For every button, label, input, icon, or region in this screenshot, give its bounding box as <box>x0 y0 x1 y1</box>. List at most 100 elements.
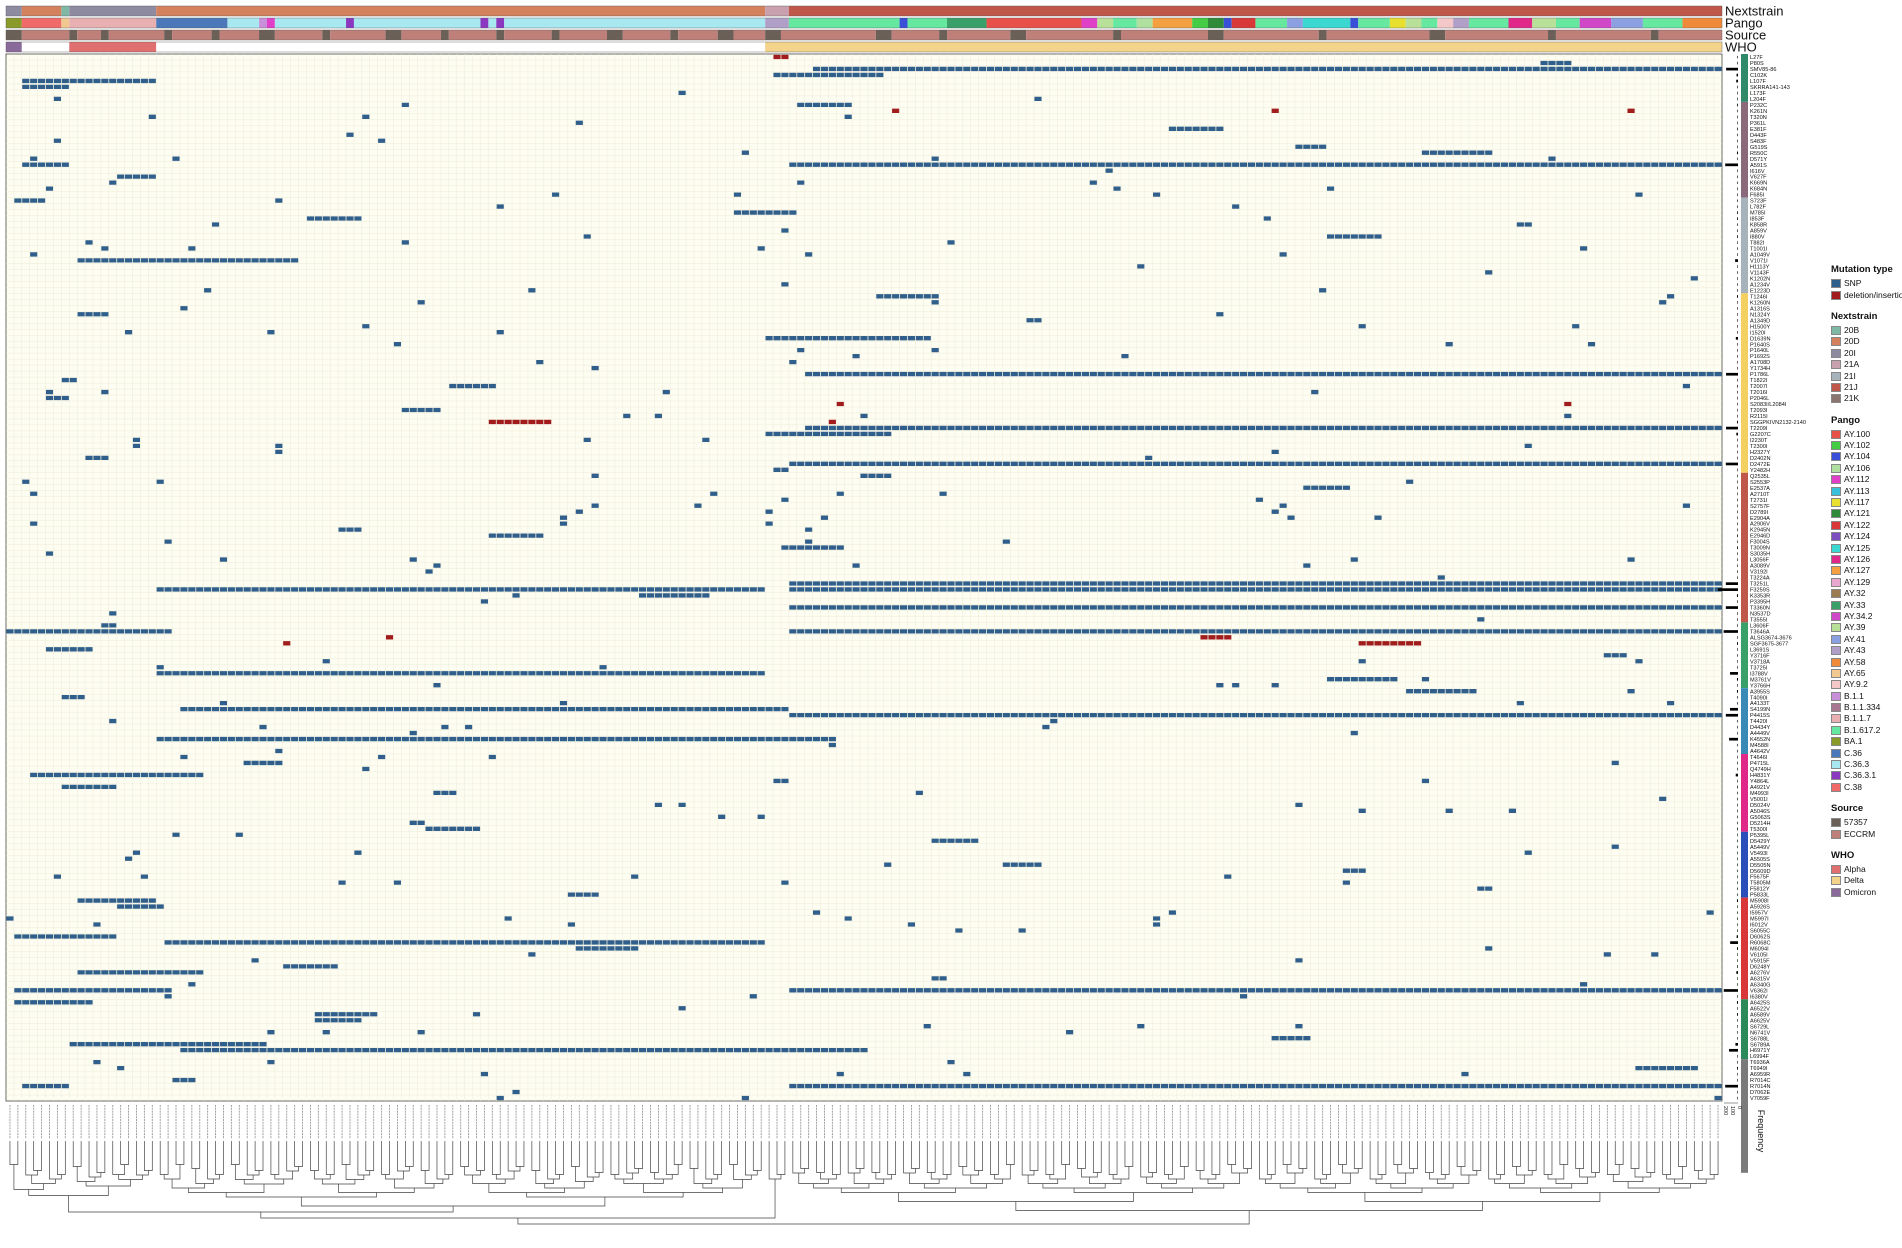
mutation-row-label: S2553P <box>1750 480 1770 486</box>
heatmap-row-cells-142 <box>77 898 156 903</box>
frequency-bar <box>1737 965 1738 968</box>
heatmap-row-cells-62 <box>488 419 836 425</box>
mutation-row-label: V627F <box>1750 175 1767 181</box>
mutation-row-label: R6068C <box>1750 941 1771 947</box>
row-annotation-block <box>1741 472 1748 623</box>
mutation-row-label: D7062E <box>1750 1090 1770 1096</box>
track-nextstrain-segment <box>6 6 22 16</box>
frequency-bar <box>1737 319 1738 322</box>
mutation-row-label: S6729L <box>1750 1024 1769 1030</box>
frequency-bar <box>1737 1036 1738 1040</box>
legend-label: ECCRM <box>1844 828 1876 839</box>
mutation-row-label: T3555I <box>1750 617 1768 623</box>
heatmap-row-cells-153 <box>283 964 338 969</box>
heatmap-row-cells-130 <box>425 826 481 831</box>
mutation-row-label: S4199N <box>1750 707 1770 713</box>
mutation-row-label: L27F <box>1750 55 1763 61</box>
frequency-bar <box>1737 839 1738 843</box>
frequency-bar <box>1737 821 1738 825</box>
frequency-bar <box>1737 121 1738 125</box>
legend-label: AY.41 <box>1844 633 1866 644</box>
legend-swatch <box>1831 737 1841 747</box>
frequency-bar <box>1737 743 1738 747</box>
frequency-bar <box>1737 827 1738 831</box>
mutation-row-label: T2007I <box>1750 384 1768 390</box>
track-source-segment <box>1650 30 1659 40</box>
legend-label: 57357 <box>1844 817 1868 828</box>
track-pango-segment <box>1421 18 1438 28</box>
mutation-row-label: M4588I <box>1750 743 1769 749</box>
legend-title: Pango <box>1831 414 1861 426</box>
mutation-row-label: D4434Y <box>1750 725 1770 731</box>
heatmap-row-cells-81 <box>488 533 544 538</box>
legend-label: C.36.3.1 <box>1844 770 1877 781</box>
legend-label: 20D <box>1844 336 1860 347</box>
frequency-bar <box>1737 342 1738 346</box>
mutation-row-label: P3395H <box>1750 600 1770 606</box>
heatmap-row-cells-85 <box>219 557 1635 562</box>
legend-item: AY.65 <box>1831 668 1899 679</box>
legend-label: AY.125 <box>1844 542 1871 553</box>
track-pango-segment <box>1358 18 1390 28</box>
mutation-row-label: A5046S <box>1750 809 1770 815</box>
heatmap-row-cells-95 <box>1477 617 1485 622</box>
track-label-nextstrain: Nextstrain <box>1725 4 1784 19</box>
frequency-bar <box>1737 767 1738 771</box>
frequency-bar <box>1737 91 1738 95</box>
frequency-bar <box>1737 217 1738 221</box>
legend-item: 21I <box>1831 370 1899 381</box>
track-pango-segment <box>1152 18 1193 28</box>
mutation-row-label: K1260N <box>1750 300 1770 306</box>
frequency-bar <box>1737 636 1738 639</box>
mutation-row-label: A2906V <box>1750 522 1770 528</box>
frequency-bar <box>1737 1054 1738 1058</box>
track-pango-segment <box>1579 18 1612 28</box>
legend-item: AY.104 <box>1831 451 1899 462</box>
frequency-bar <box>1737 295 1738 298</box>
legend-label: 20B <box>1844 324 1860 335</box>
row-annotation-block <box>1741 688 1748 754</box>
mutation-row-label: D2402N <box>1750 456 1771 462</box>
track-source-segment <box>1445 30 1549 40</box>
frequency-bar <box>1730 941 1738 944</box>
mutation-row-label: E2904A <box>1750 516 1770 522</box>
frequency-bar <box>1737 666 1738 669</box>
frequency-bar <box>1737 55 1738 59</box>
frequency-bar <box>1736 935 1738 938</box>
legend-item: B.1.617.2 <box>1831 725 1899 736</box>
frequency-bar <box>1737 642 1738 645</box>
track-source-segment <box>717 30 734 40</box>
legend-item: AY.9.2 <box>1831 679 1899 690</box>
frequency-bar <box>1737 456 1738 460</box>
frequency-bar <box>1736 971 1738 974</box>
legend-label: AY.126 <box>1844 554 1871 564</box>
frequency-bar <box>1737 887 1738 891</box>
track-pango-segment <box>1453 18 1469 28</box>
legend-label: Delta <box>1844 875 1864 886</box>
frequency-bar <box>1737 911 1738 915</box>
track-nextstrain-segment <box>69 6 157 16</box>
mutation-row-label: P80S <box>1750 61 1764 67</box>
frequency-bar <box>1737 247 1738 250</box>
mutation-row-label: T3224A <box>1750 576 1770 582</box>
legend-label: 21K <box>1844 393 1860 404</box>
heatmap-row-cells-115 <box>156 736 836 742</box>
mutation-row-label: T2209I <box>1750 426 1768 432</box>
mutation-row-label: A4133T <box>1750 701 1770 707</box>
legend-swatch <box>1831 520 1841 530</box>
mutation-row-label: L3606F <box>1750 623 1770 629</box>
mutation-row-label: F3259S <box>1750 588 1770 594</box>
legend-swatch <box>1831 760 1841 770</box>
row-annotation-block <box>1741 1059 1748 1173</box>
mutation-row-label: V1143F <box>1750 270 1770 276</box>
heatmap-row-cells-43 <box>180 306 188 311</box>
legend-swatch <box>1831 829 1841 839</box>
heatmap-row-cells-27 <box>733 210 797 215</box>
mutation-row-label: H1113Y <box>1750 264 1770 270</box>
legend-label: 21A <box>1844 359 1860 370</box>
track-source-segment <box>172 30 212 40</box>
frequency-bar <box>1736 79 1738 83</box>
mutation-row-label: V3718A <box>1750 659 1770 665</box>
frequency-bar <box>1737 534 1738 538</box>
track-source-segment <box>939 30 948 40</box>
